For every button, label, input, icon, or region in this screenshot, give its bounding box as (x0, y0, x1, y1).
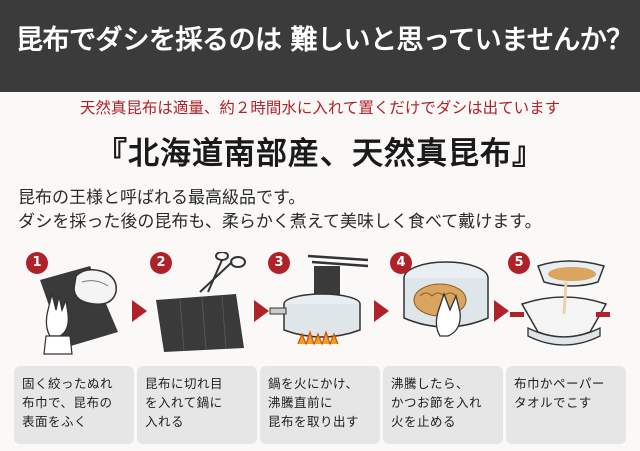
arrow-icon (132, 300, 147, 322)
header-banner: 昆布でダシを採るのは 難しいと思っていませんか？ (0, 0, 640, 92)
step-2-caption: 昆布に切れ目 を入れて鍋に 入れる (137, 366, 257, 444)
step-5: 5 (508, 252, 612, 357)
step-number: 2 (150, 252, 172, 274)
arrow-icon (494, 300, 509, 322)
step-number: 3 (268, 252, 290, 274)
pot-on-fire-icon (269, 254, 369, 346)
arrow-icon (374, 300, 389, 322)
step-4-caption: 沸騰したら、 かつお節を入れ 火を止める (383, 366, 503, 444)
step-2: 2 (150, 252, 254, 357)
step-5-caption: 布巾かペーパー タオルでこす (506, 366, 626, 444)
arrow-icon (254, 300, 269, 322)
subheading: 天然真昆布は適量、約２時間水に入れて置くだけでダシは出ています (79, 99, 561, 117)
page-title: 『北海道南部産、天然真昆布』 (96, 136, 544, 172)
step-number: 5 (508, 252, 530, 274)
step-1: 1 (26, 252, 130, 357)
scissors-kelp-icon (156, 252, 246, 352)
strainer-bowl-icon (510, 260, 610, 346)
step-4: 4 (390, 252, 494, 357)
description-line-2: ダシを採った後の昆布も、柔らかく煮えて美味しく食べて戴けます。 (18, 212, 542, 232)
step-3: 3 (268, 252, 372, 357)
step-3-caption: 鍋を火にかけ、 沸騰直前に 昆布を取り出す (260, 366, 380, 444)
wiping-kelp-icon (40, 266, 118, 355)
step-1-caption: 固く絞ったぬれ 布巾で、昆布の 表面をふく (14, 366, 134, 444)
step-number: 4 (390, 252, 412, 274)
step-number: 1 (26, 252, 48, 274)
banner-headline: 昆布でダシを採るのは 難しいと思っていませんか？ (16, 25, 633, 56)
bonito-flakes-pot-icon (403, 261, 489, 337)
description-line-1: 昆布の王様と呼ばれる最高級品です。 (18, 188, 306, 208)
